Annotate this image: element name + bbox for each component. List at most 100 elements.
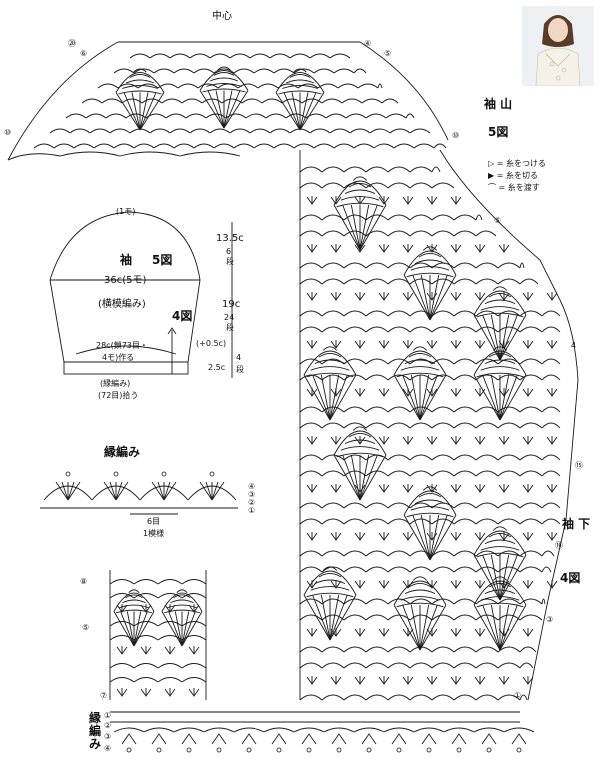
chain-arc-icon xyxy=(409,422,433,429)
pineapple-motif-icon xyxy=(115,68,165,131)
motif-spoke xyxy=(181,611,203,647)
motif-spoke xyxy=(412,274,431,321)
chain-arc-icon xyxy=(133,621,159,627)
chain-arc-icon xyxy=(387,662,411,669)
motif-arc xyxy=(125,594,143,599)
chain-arc-icon xyxy=(343,182,367,189)
motif-spoke xyxy=(359,204,387,251)
chain-arc-icon xyxy=(475,422,499,429)
body-arc-row xyxy=(299,230,497,237)
motif-spoke xyxy=(473,374,501,421)
chain-arc-icon xyxy=(229,53,251,59)
chain-arc-icon xyxy=(277,83,299,89)
chain-arc-icon xyxy=(321,694,345,701)
chain-arc-icon xyxy=(453,518,477,525)
chain-arc-icon xyxy=(117,83,139,89)
body-shell-row xyxy=(306,436,558,445)
chain-arc-icon xyxy=(387,502,411,509)
chain-arc-icon xyxy=(519,326,543,333)
motif-spoke xyxy=(133,611,142,647)
chain-arc-icon xyxy=(249,53,271,59)
chain-arc-icon xyxy=(33,143,55,149)
motif-spoke xyxy=(482,374,501,421)
chain-arc-icon xyxy=(321,406,345,413)
row-marker-e3: ③ xyxy=(104,732,112,741)
chain-arc-icon xyxy=(189,128,211,134)
motif-outline xyxy=(333,180,387,206)
motif-arc xyxy=(476,372,524,378)
chain-arc-icon xyxy=(497,566,521,573)
chain-arc-icon xyxy=(365,566,389,573)
motif-arc xyxy=(480,366,520,371)
edging-scallop xyxy=(143,727,175,733)
chain-arc-icon xyxy=(431,358,455,365)
motif-arc xyxy=(352,426,368,431)
chain-arc-icon xyxy=(181,635,207,641)
chain-arc-icon xyxy=(253,68,275,74)
cap-arc-row xyxy=(113,68,367,74)
motif-spoke xyxy=(420,514,431,561)
body-arc-row xyxy=(299,550,555,557)
motif-spoke xyxy=(482,554,501,601)
chain-arc-icon xyxy=(289,53,311,59)
cuff-arc-row xyxy=(109,663,207,669)
motif-arc xyxy=(422,246,438,251)
motif-arc xyxy=(282,85,318,89)
chain-arc-icon xyxy=(157,663,183,669)
chain-arc-icon xyxy=(387,326,411,333)
motif-spoke xyxy=(329,374,357,421)
chain-arc-icon xyxy=(157,621,183,627)
motif-arc xyxy=(406,512,454,518)
motif-arc xyxy=(285,79,315,84)
chain-arc-icon xyxy=(409,614,433,621)
motif-spoke xyxy=(139,92,149,131)
body-arc-row xyxy=(299,646,537,653)
chain-arc-icon xyxy=(321,262,345,269)
chain-arc-icon xyxy=(475,598,499,605)
chain-arc-icon xyxy=(365,470,389,477)
chain-arc-icon xyxy=(343,550,367,557)
chain-arc-icon xyxy=(161,98,183,104)
chain-arc-icon xyxy=(365,214,389,221)
edging-row-3: ③ xyxy=(248,490,256,499)
motif-arc xyxy=(418,492,442,498)
edging-fan xyxy=(181,733,197,745)
body-shell-row xyxy=(306,628,534,637)
motif-arc xyxy=(400,366,440,371)
motif-spoke xyxy=(139,92,165,131)
motif-arc xyxy=(289,74,311,78)
chain-arc-icon xyxy=(343,326,367,333)
chain-arc-icon xyxy=(321,214,345,221)
chain-arc-icon xyxy=(209,128,231,134)
chain-arc-icon xyxy=(65,113,87,119)
motif-spoke xyxy=(499,374,518,421)
chain-arc-icon xyxy=(85,113,107,119)
motif-spoke xyxy=(419,374,438,421)
motif-spoke xyxy=(499,554,527,601)
motif-arc xyxy=(306,592,354,598)
chain-arc-icon xyxy=(541,422,561,429)
chain-arc-icon xyxy=(387,214,411,221)
chain-arc-icon xyxy=(181,579,207,585)
body-shell-row xyxy=(306,676,534,685)
chain-arc-icon xyxy=(387,262,411,269)
pineapple-motif-icon xyxy=(393,346,447,421)
cuff-arc-row xyxy=(109,635,207,641)
edging-scallop xyxy=(413,727,445,733)
chain-arc-icon xyxy=(405,113,415,119)
motif-spoke xyxy=(473,314,501,361)
chain-arc-icon xyxy=(299,230,323,237)
chain-arc-icon xyxy=(321,374,345,381)
motif-spoke xyxy=(299,92,325,131)
cuff-arc-row xyxy=(109,579,207,585)
cuff-edges xyxy=(109,570,207,700)
chain-arc-icon xyxy=(519,406,543,413)
motif-arc xyxy=(484,299,516,305)
chain-arc-icon xyxy=(519,454,543,461)
sample-spoke xyxy=(103,481,117,501)
row-marker-e1: ① xyxy=(104,711,112,720)
cuff-arc-row xyxy=(109,593,207,599)
edging-picot xyxy=(336,747,342,753)
chain-arc-icon xyxy=(289,128,311,134)
